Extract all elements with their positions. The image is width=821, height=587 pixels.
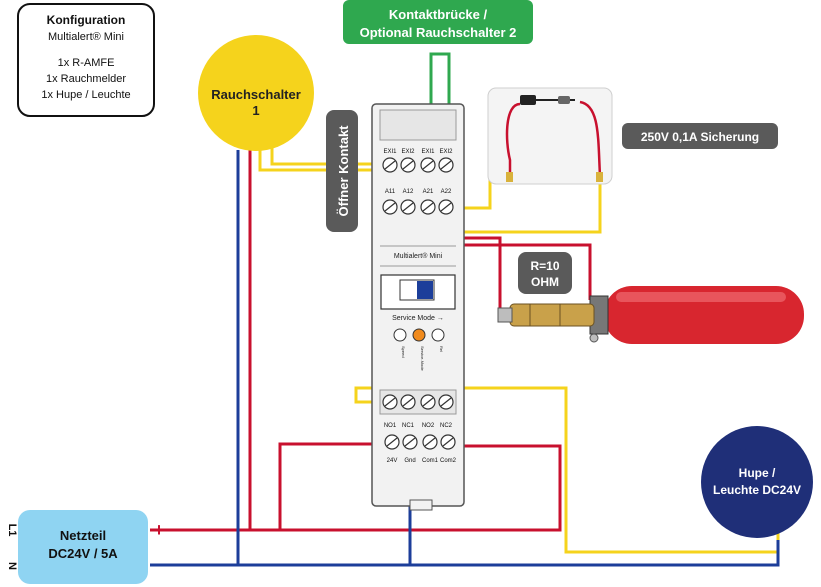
config-item-1: 1x R-AMFE	[58, 57, 115, 69]
bridge-label: Kontaktbrücke / Optional Rauchschalter 2	[343, 0, 533, 44]
terminal-label-a12: A12	[403, 189, 414, 195]
service-mode-led	[412, 328, 426, 342]
horn-label-line1: Hupe /	[739, 466, 776, 480]
config-item-2: 1x Rauchmelder	[46, 73, 126, 85]
relay-led	[431, 328, 445, 342]
fuse-label: 250V 0,1A Sicherung	[622, 123, 778, 149]
red-wires	[150, 150, 592, 532]
led-label-relay: Rel	[439, 346, 444, 352]
terminal-label-a11: A11	[385, 189, 396, 195]
power-supply-label-line2: DC24V / 5A	[48, 546, 118, 561]
horn-light: Hupe / Leuchte DC24V	[701, 426, 813, 538]
led-label-speed: Speed	[401, 346, 406, 358]
terminal-label-24v: 24V	[387, 458, 398, 464]
config-item-3: 1x Hupe / Leuchte	[41, 89, 130, 101]
multialert-device: EXI1 EXI2 EXI1 EXI2 A11 A12 A21 A22 Mult…	[371, 103, 465, 511]
terminal-label-nc1: NC1	[402, 423, 415, 429]
smoke-switch: Rauchschalter 1	[198, 35, 314, 151]
config-product: Multialert® Mini	[48, 31, 124, 43]
terminal-label-exi2-b: EXI2	[439, 149, 453, 155]
device-name: Multialert® Mini	[394, 252, 443, 260]
bridge-label-line2: Optional Rauchschalter 2	[360, 25, 517, 40]
horn-label-line2: Leuchte DC24V	[713, 483, 801, 497]
config-title: Konfiguration	[47, 13, 126, 27]
terminal-label-no1: NO1	[384, 423, 397, 429]
bridge-wires	[429, 52, 451, 152]
n-label: N	[6, 562, 18, 570]
led-label-service: Service-Mode	[420, 346, 425, 371]
terminal-label-gnd: Gnd	[404, 458, 415, 464]
resistor-label: R=10 OHM	[518, 252, 572, 294]
terminal-label-no2: NO2	[422, 423, 435, 429]
power-supply-label-line1: Netzteil	[60, 528, 106, 543]
speed-led	[393, 328, 407, 342]
fuse-label-text: 250V 0,1A Sicherung	[641, 130, 759, 144]
terminal-label-exi2-a: EXI2	[401, 149, 415, 155]
terminal-label-a21: A21	[423, 189, 434, 195]
terminal-label-exi1-a: EXI1	[383, 149, 397, 155]
l1-label: L1	[6, 524, 18, 537]
power-plus-sign: +	[154, 520, 165, 540]
fuse-image	[487, 87, 613, 185]
extinguisher-cylinder	[497, 286, 804, 344]
resistor-label-line1: R=10	[530, 259, 559, 273]
terminal-label-com1: Com1	[422, 458, 439, 464]
terminal-label-exi1-b: EXI1	[421, 149, 435, 155]
terminal-label-nc2: NC2	[440, 423, 453, 429]
opener-contact-text: Öffner Kontakt	[336, 125, 351, 217]
smoke-switch-number: 1	[252, 103, 259, 118]
terminal-label-a22: A22	[441, 189, 452, 195]
opener-contact-label: Öffner Kontakt	[326, 110, 358, 232]
terminal-label-com2: Com2	[440, 458, 457, 464]
resistor-label-line2: OHM	[531, 275, 559, 289]
config-box: Konfiguration Multialert® Mini 1x R-AMFE…	[17, 3, 155, 117]
power-supply: Netzteil DC24V / 5A + - L1 N	[6, 510, 164, 584]
service-mode-label: Service Mode →	[392, 315, 444, 322]
smoke-switch-label: Rauchschalter	[211, 87, 301, 102]
power-minus-sign: -	[156, 554, 162, 574]
bridge-label-line1: Kontaktbrücke /	[389, 7, 488, 22]
